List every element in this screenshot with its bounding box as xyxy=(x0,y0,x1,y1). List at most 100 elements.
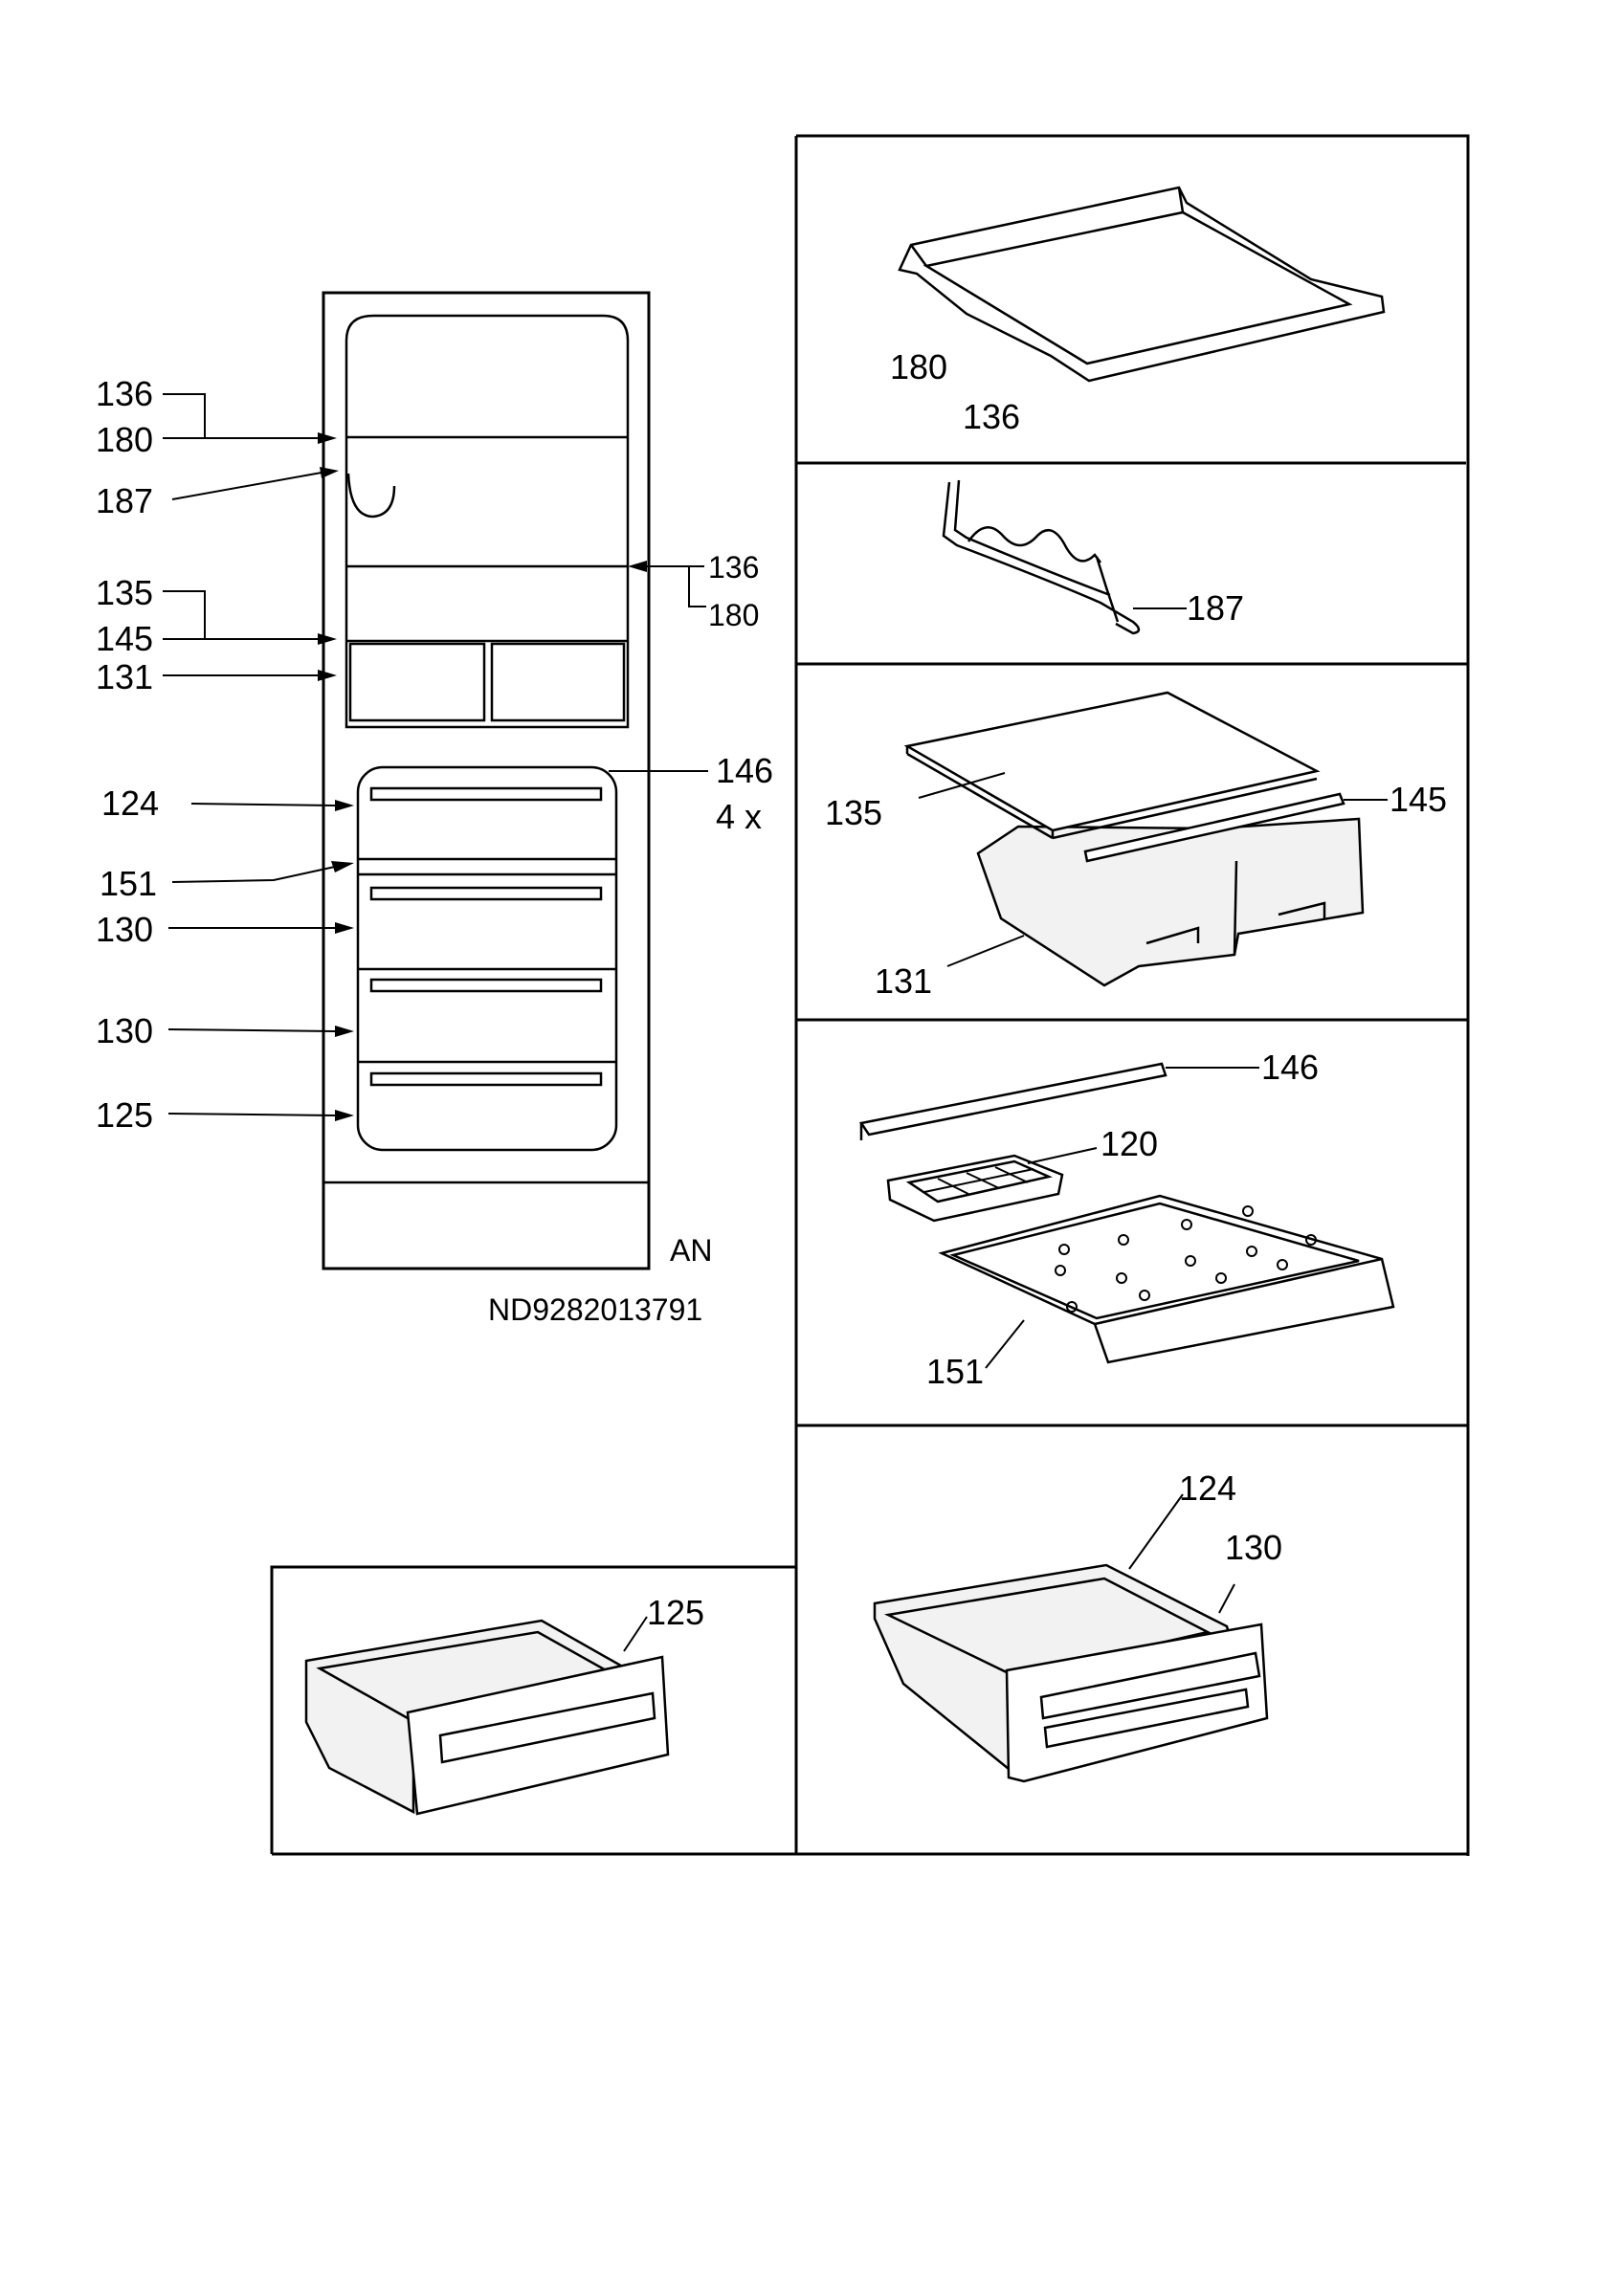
panel-ice-tray: 146 120 151 xyxy=(858,1048,1395,1391)
glass-edge-r xyxy=(1052,777,1318,840)
shelf-edge-1 xyxy=(909,244,928,267)
peg xyxy=(1181,1219,1192,1230)
label-131: 131 xyxy=(875,961,932,1001)
arrow-151 xyxy=(331,861,354,872)
ice-grid-4 xyxy=(923,1168,1034,1193)
label-130: 130 xyxy=(1225,1528,1282,1567)
arrow-124 xyxy=(335,800,354,811)
ice-tray xyxy=(886,1154,1064,1223)
panel-bottle-rack: 187 xyxy=(942,479,1244,635)
label-125: 125 xyxy=(647,1593,704,1632)
glass-edge-f xyxy=(906,752,1054,840)
drawer-handle-1 xyxy=(369,786,603,802)
leader-130b xyxy=(167,1028,336,1032)
callout-4x: 4 x xyxy=(716,797,762,836)
label-145: 145 xyxy=(1390,780,1447,819)
leader-135-panel xyxy=(918,772,1006,799)
arrow-130a xyxy=(335,922,354,934)
box-left-grip xyxy=(1145,926,1200,945)
tray-front-top xyxy=(1094,1257,1383,1326)
rack-frame-inner xyxy=(953,479,1111,597)
arrow-145 xyxy=(318,633,337,645)
leader-135 xyxy=(163,590,318,640)
ice-grid-3 xyxy=(994,1166,1029,1183)
peg xyxy=(1185,1255,1196,1267)
leader-180-right xyxy=(688,566,706,607)
callout-130a: 130 xyxy=(96,910,153,949)
front-strip xyxy=(1083,792,1345,863)
box-right-grip xyxy=(1278,901,1326,918)
drawer-front-handle xyxy=(1039,1651,1261,1720)
label-135: 135 xyxy=(825,793,882,832)
arrow-187 xyxy=(320,467,339,478)
bottle-rack-curve xyxy=(346,473,396,519)
upper-compartment xyxy=(345,314,630,729)
leader-151-panel xyxy=(985,1319,1025,1369)
leader-136 xyxy=(163,393,318,439)
callout-180-right: 180 xyxy=(708,598,759,632)
callout-145: 145 xyxy=(96,619,153,658)
bottom-drawer-front xyxy=(406,1655,670,1816)
callout-131: 131 xyxy=(96,657,153,696)
peg xyxy=(1246,1246,1257,1257)
label-151: 151 xyxy=(926,1352,984,1391)
ice-tray-cells xyxy=(905,1159,1053,1203)
drawer-handle-3 xyxy=(369,978,603,993)
callout-151: 151 xyxy=(100,864,157,903)
leader-120-panel xyxy=(1027,1147,1098,1164)
panel-glass-box: 135 145 131 xyxy=(825,691,1447,1001)
label-146: 146 xyxy=(1261,1048,1319,1087)
rack-front-post xyxy=(1095,556,1120,623)
peg xyxy=(1058,1244,1070,1255)
panel-frame-bottom-left xyxy=(270,1565,796,1854)
strip-146 xyxy=(858,1062,1167,1137)
panel-frame-top-right xyxy=(796,134,1470,1856)
tray-pegs xyxy=(1055,1205,1317,1313)
drawer-handle-4 xyxy=(369,1071,603,1087)
document-number: ND9282013791 xyxy=(488,1292,702,1327)
label-180: 180 xyxy=(890,347,947,386)
parts-panels-frame xyxy=(270,134,1470,1856)
leader-131-panel xyxy=(946,935,1025,967)
label-187: 187 xyxy=(1187,588,1244,628)
callout-125: 125 xyxy=(96,1095,153,1135)
rack-wave xyxy=(967,526,1101,563)
callout-146: 146 xyxy=(716,751,773,790)
callout-130b: 130 xyxy=(96,1011,153,1050)
leader-151 xyxy=(171,866,336,883)
tray-inner xyxy=(949,1202,1360,1320)
cabinet-outline xyxy=(322,291,651,1270)
peg xyxy=(1139,1290,1150,1301)
drawer-inner xyxy=(883,1577,1212,1678)
callout-187: 187 xyxy=(96,481,153,520)
rack-frame-back xyxy=(942,481,1141,635)
callout-135: 135 xyxy=(96,573,153,612)
callout-124: 124 xyxy=(101,784,159,823)
arrow-125 xyxy=(335,1110,354,1121)
peg xyxy=(1215,1272,1227,1284)
leader-130-panel xyxy=(1218,1583,1235,1614)
box-right xyxy=(490,642,626,722)
shelf-frame xyxy=(898,186,1386,383)
boxes-body xyxy=(976,817,1365,987)
arrow-131 xyxy=(318,670,337,681)
peg xyxy=(1305,1234,1317,1246)
callout-136-right: 136 xyxy=(708,550,759,585)
leader-187 xyxy=(171,472,322,500)
panel-drawer: 124 130 xyxy=(873,1468,1282,1783)
panel-glass-shelf: 180 136 xyxy=(890,186,1386,436)
bottom-drawer-slot xyxy=(438,1691,656,1764)
leader-125 xyxy=(167,1113,336,1116)
label-120: 120 xyxy=(1101,1124,1158,1163)
panel-bottom-drawer: 125 xyxy=(304,1593,704,1816)
variant-code: AN xyxy=(670,1233,712,1268)
glass-cover xyxy=(903,691,1321,832)
peg xyxy=(1277,1259,1288,1270)
callout-136: 136 xyxy=(96,374,153,413)
arrow-180 xyxy=(318,432,337,444)
peg xyxy=(1055,1265,1066,1276)
peg xyxy=(1066,1301,1078,1313)
box-left xyxy=(348,642,486,722)
label-136: 136 xyxy=(963,397,1020,436)
